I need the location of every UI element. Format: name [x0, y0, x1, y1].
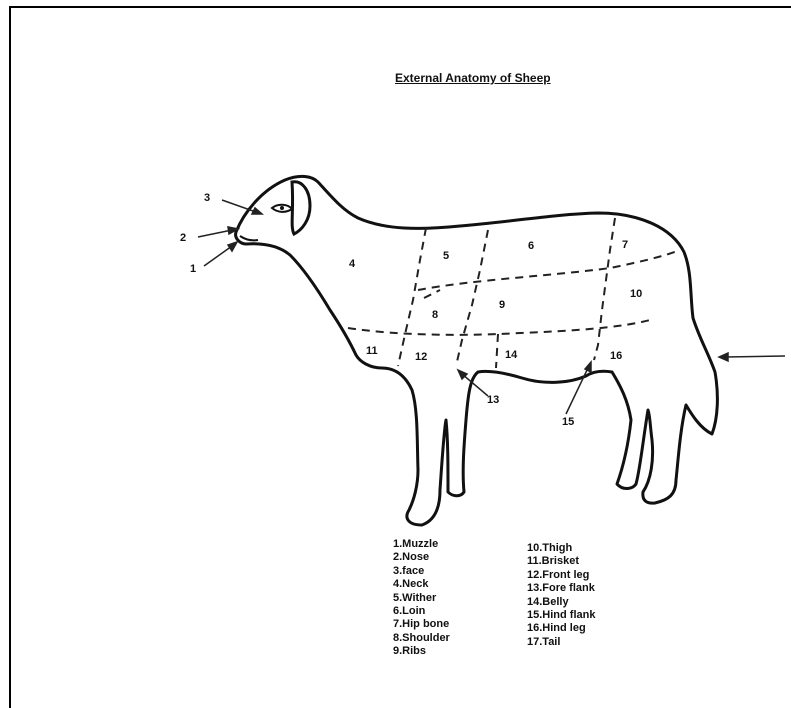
legend-item: 2.Nose [393, 551, 450, 564]
legend-item: 4.Neck [393, 578, 450, 591]
label-arrows [198, 200, 785, 414]
label-12: 12 [415, 351, 427, 363]
label-14: 14 [505, 349, 518, 361]
label-8: 8 [432, 309, 438, 321]
label-16: 16 [610, 350, 622, 362]
label-13: 13 [487, 394, 499, 406]
label-15: 15 [562, 416, 574, 428]
ear-outline [292, 182, 310, 234]
legend-item: 17.Tail [527, 636, 595, 649]
legend-item: 11.Brisket [527, 555, 595, 568]
label-4: 4 [349, 258, 356, 270]
legend-item: 16.Hind leg [527, 622, 595, 635]
label-11: 11 [366, 345, 378, 357]
legend-item: 5.Wither [393, 592, 450, 605]
legend-item: 8.Shoulder [393, 632, 450, 645]
legend-item: 12.Front leg [527, 569, 595, 582]
legend-item: 3.face [393, 565, 450, 578]
label-10: 10 [630, 288, 642, 300]
legend-item: 14.Belly [527, 596, 595, 609]
legend-item: 15.Hind flank [527, 609, 595, 622]
label-5: 5 [443, 250, 449, 262]
label-6: 6 [528, 240, 534, 252]
label-9: 9 [499, 299, 505, 311]
label-3: 3 [204, 192, 210, 204]
label-1: 1 [190, 263, 196, 275]
mouth [240, 236, 258, 240]
legend-item: 7.Hip bone [393, 618, 450, 631]
label-2: 2 [180, 232, 186, 244]
legend-item: 1.Muzzle [393, 538, 450, 551]
legend-item: 10.Thigh [527, 542, 595, 555]
legend-item: 9.Ribs [393, 645, 450, 658]
legend-left: 1.Muzzle 2.Nose 3.face 4.Neck 5.Wither 6… [393, 538, 450, 659]
legend-item: 13.Fore flank [527, 582, 595, 595]
legend-right: 10.Thigh 11.Brisket 12.Front leg 13.Fore… [527, 542, 595, 649]
legend-item: 6.Loin [393, 605, 450, 618]
sheep-outline [236, 176, 718, 525]
label-7: 7 [622, 239, 628, 251]
